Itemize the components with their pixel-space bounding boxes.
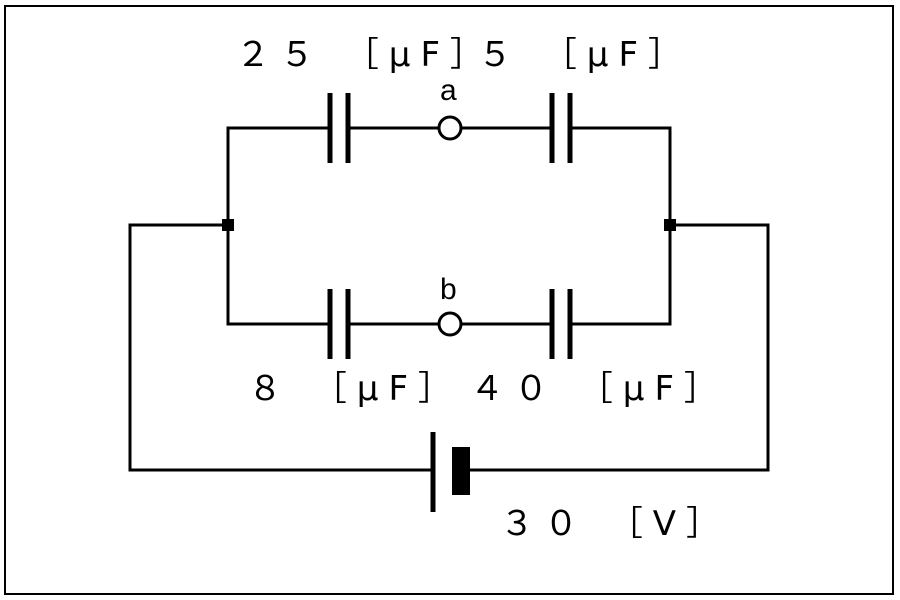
- wire-bottom-left: [226, 223, 332, 326]
- wire-right-loop: [459, 223, 770, 472]
- battery-short-plate: [452, 447, 470, 495]
- capacitor-top-right-label: ５ ［μF］: [478, 35, 692, 75]
- wire-top-left: [226, 126, 332, 227]
- terminal-b: [437, 311, 463, 337]
- capacitor-bottom-left: [327, 289, 351, 359]
- capacitor-top-right: [549, 93, 573, 163]
- top-branch: [226, 93, 672, 227]
- wire-bottom-right: [568, 223, 672, 326]
- capacitor-bottom-right-label: ４０ ［μF］: [470, 369, 728, 409]
- capacitor-bottom-right: [549, 289, 573, 359]
- battery-loop: [128, 223, 770, 512]
- capacitor-bottom-left-label: ８ ［μF］: [248, 369, 462, 409]
- battery-voltage-label: ３０ ［V］: [500, 504, 730, 544]
- terminal-b-label: b: [440, 273, 457, 306]
- capacitor-top-left: [327, 93, 351, 163]
- bottom-branch: [226, 223, 672, 359]
- capacitor-top-left-label: ２５ ［μF］: [236, 35, 494, 75]
- terminal-a: [437, 115, 463, 141]
- terminal-a-label: a: [440, 74, 457, 107]
- wire-left-loop: [128, 223, 435, 472]
- diagram-frame: [4, 5, 894, 595]
- wire-top-right: [568, 126, 672, 227]
- battery: [430, 432, 470, 512]
